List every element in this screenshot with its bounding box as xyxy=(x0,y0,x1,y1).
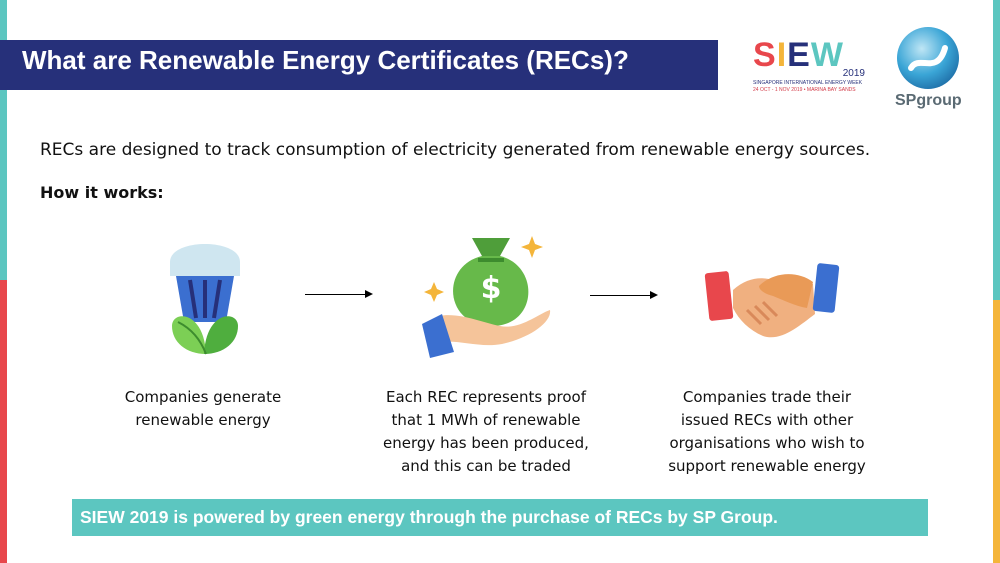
title-bar xyxy=(0,40,718,90)
step-arrow-1 xyxy=(305,290,373,298)
step-arrow-2 xyxy=(590,291,658,299)
siew-logo: SIEW 2019 SINGAPORE INTERNATIONAL ENERGY… xyxy=(749,36,873,100)
eco-light-bulb-icon xyxy=(170,244,240,355)
sp-group-logo-text: SPgroup xyxy=(895,92,962,109)
siew-logo-subtitle: SINGAPORE INTERNATIONAL ENERGY WEEK xyxy=(753,80,863,86)
right-edge-yellow-strip xyxy=(993,300,1000,563)
siew-logo-year: 2019 xyxy=(842,68,865,79)
handshake-icon xyxy=(704,263,840,338)
step-2-caption: Each REC represents proof that 1 MWh of … xyxy=(383,388,589,475)
banner-text: SIEW 2019 is powered by green energy thr… xyxy=(80,507,778,527)
siew-logo-word: SIEW xyxy=(753,36,844,74)
dollar-sign: $ xyxy=(481,271,502,306)
money-bag-hand-icon: $ xyxy=(422,236,551,358)
siew-logo-dates: 24 OCT - 1 NOV 2019 • MARINA BAY SANDS xyxy=(753,87,856,93)
step-3-caption: Companies trade their issued RECs with o… xyxy=(668,388,866,475)
left-edge-teal-strip xyxy=(0,0,7,280)
page-title: What are Renewable Energy Certificates (… xyxy=(22,45,629,75)
bottom-banner: SIEW 2019 is powered by green energy thr… xyxy=(72,499,928,536)
how-it-works-heading: How it works: xyxy=(40,183,164,202)
right-edge-teal-strip xyxy=(993,0,1000,300)
intro-text: RECs are designed to track consumption o… xyxy=(40,140,871,160)
left-edge-red-strip xyxy=(0,280,7,563)
step-1-caption: Companies generate renewable energy xyxy=(124,388,282,429)
sp-group-logo-mark xyxy=(897,27,959,89)
